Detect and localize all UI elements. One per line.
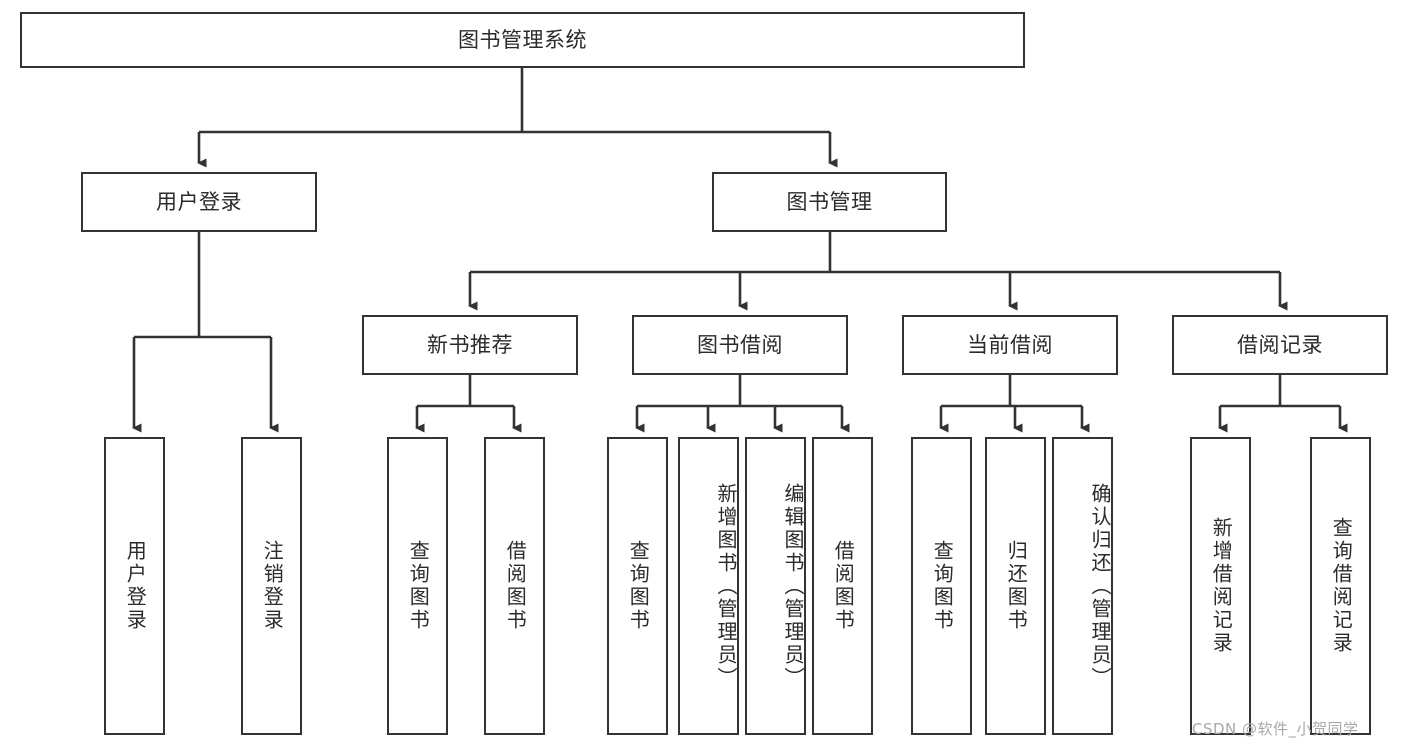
node-leaf-query-book-borrow[interactable]: 查询图书: [607, 437, 668, 735]
node-borrow-record[interactable]: 借阅记录: [1172, 315, 1388, 375]
node-leaf-query-book-recommend[interactable]: 查询图书: [387, 437, 448, 735]
node-leaf-return-book[interactable]: 归还图书: [985, 437, 1046, 735]
node-new-book-recommend[interactable]: 新书推荐: [362, 315, 578, 375]
node-leaf-borrow-book-recommend[interactable]: 借阅图书: [484, 437, 545, 735]
node-leaf-user-logout[interactable]: 注销登录: [241, 437, 302, 735]
node-leaf-query-borrow-record[interactable]: 查询借阅记录: [1310, 437, 1371, 735]
csdn-watermark: CSDN @软件_小贺同学: [1192, 720, 1359, 738]
node-leaf-confirm-return[interactable]: 确认归还（管理员）: [1052, 437, 1113, 735]
node-book-management[interactable]: 图书管理: [712, 172, 947, 232]
node-leaf-add-borrow-record[interactable]: 新增借阅记录: [1190, 437, 1251, 735]
node-leaf-borrow-book[interactable]: 借阅图书: [812, 437, 873, 735]
node-leaf-query-book-current[interactable]: 查询图书: [911, 437, 972, 735]
node-leaf-add-book[interactable]: 新增图书（管理员）: [678, 437, 739, 735]
node-current-borrow[interactable]: 当前借阅: [902, 315, 1118, 375]
node-root[interactable]: 图书管理系统: [20, 12, 1025, 68]
node-leaf-edit-book[interactable]: 编辑图书（管理员）: [745, 437, 806, 735]
node-leaf-user-login[interactable]: 用户登录: [104, 437, 165, 735]
node-user-login[interactable]: 用户登录: [81, 172, 317, 232]
node-book-borrow[interactable]: 图书借阅: [632, 315, 848, 375]
